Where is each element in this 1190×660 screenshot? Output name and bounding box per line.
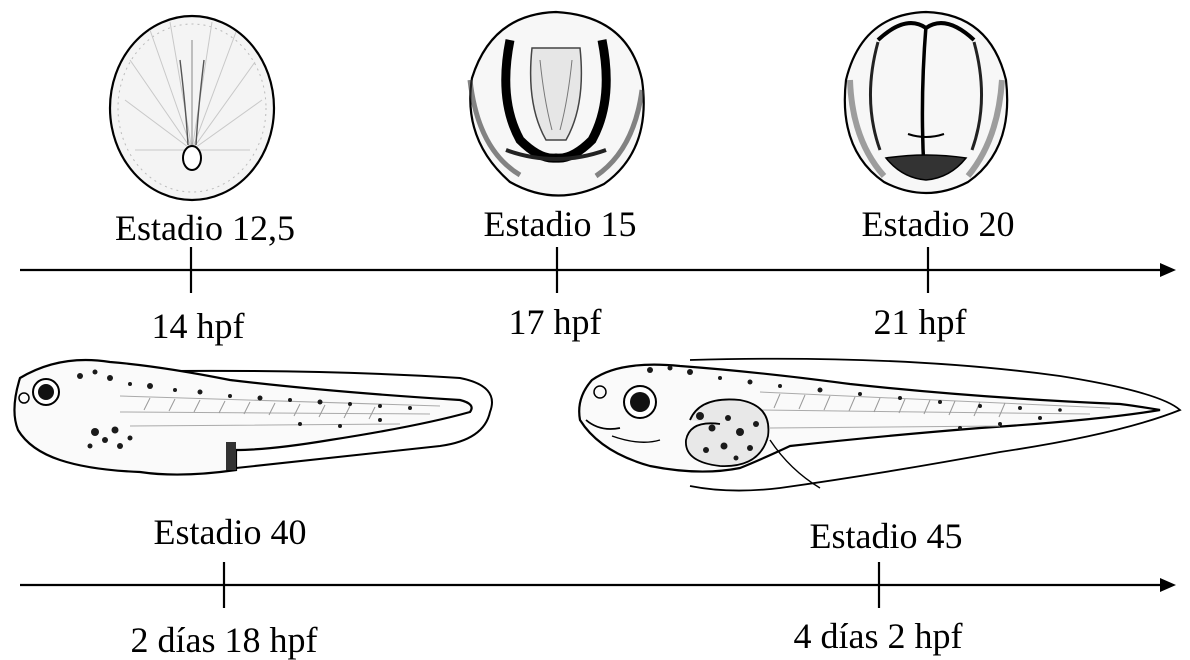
time-label-2-dias-18-hpf: 2 días 18 hpf — [131, 620, 318, 660]
stage-label-40: Estadio 40 — [154, 512, 307, 552]
time-label-17hpf: 17 hpf — [509, 302, 602, 342]
embryo-stage-20-illustration — [845, 12, 1007, 193]
embryo-stage-15-illustration — [470, 12, 644, 196]
time-label-21hpf: 21 hpf — [874, 302, 967, 342]
embryo-stage-12-5-illustration — [110, 16, 274, 200]
timeline-top-axis — [20, 247, 1176, 293]
time-label-14hpf: 14 hpf — [152, 306, 245, 346]
time-label-4-dias-2-hpf: 4 días 2 hpf — [794, 616, 963, 656]
stage-label-15: Estadio 15 — [484, 204, 637, 244]
stage-label-45: Estadio 45 — [810, 516, 963, 556]
stage-label-20: Estadio 20 — [862, 204, 1015, 244]
tadpole-stage-40-illustration — [14, 360, 492, 475]
tadpole-stage-45-illustration — [579, 359, 1180, 491]
timeline-bottom-axis — [20, 562, 1176, 608]
stage-label-12-5: Estadio 12,5 — [115, 208, 295, 248]
